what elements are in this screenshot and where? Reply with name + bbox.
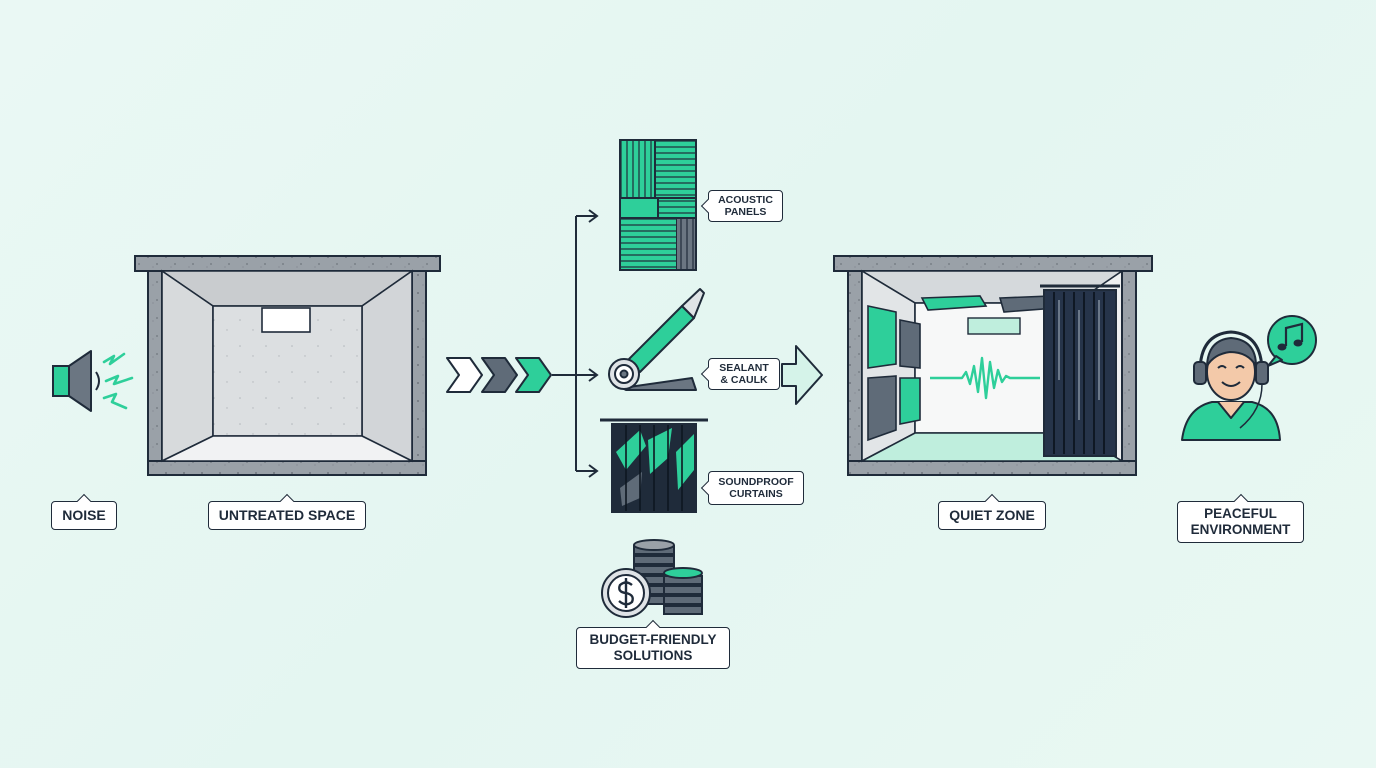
acoustic-panels-label: ACOUSTIC PANELS bbox=[708, 190, 783, 222]
person-headphones-icon bbox=[1181, 330, 1281, 441]
noise-label: NOISE bbox=[51, 501, 117, 530]
speaker-icon bbox=[52, 350, 100, 412]
sound-wave-icon bbox=[102, 352, 134, 410]
coin-stack-icon bbox=[601, 539, 703, 618]
quiet-room bbox=[833, 255, 1153, 476]
untreated-room bbox=[134, 255, 441, 476]
sealant-caulk-label-text: SEALANT & CAULK bbox=[719, 361, 769, 386]
peaceful-environment-label: PEACEFUL ENVIRONMENT bbox=[1177, 501, 1304, 543]
soundproof-curtains-label: SOUNDPROOF CURTAINS bbox=[708, 471, 804, 505]
noise-label-text: NOISE bbox=[62, 507, 106, 524]
untreated-space-label: UNTREATED SPACE bbox=[208, 501, 366, 530]
curtain-icon bbox=[600, 418, 708, 513]
sealant-caulk-label: SEALANT & CAULK bbox=[708, 358, 780, 390]
quiet-zone-label-text: QUIET ZONE bbox=[949, 507, 1035, 524]
peaceful-environment-label-text: PEACEFUL ENVIRONMENT bbox=[1190, 506, 1291, 537]
budget-friendly-label: BUDGET-FRIENDLY SOLUTIONS bbox=[576, 627, 730, 669]
acoustic-panels-label-text: ACOUSTIC PANELS bbox=[718, 193, 773, 218]
untreated-space-label-text: UNTREATED SPACE bbox=[218, 507, 356, 524]
soundproof-curtains-label-text: SOUNDPROOF CURTAINS bbox=[718, 475, 794, 500]
caulk-gun-icon bbox=[608, 288, 705, 391]
progress-chevrons bbox=[446, 357, 552, 393]
budget-friendly-label-text: BUDGET-FRIENDLY SOLUTIONS bbox=[589, 632, 717, 663]
quiet-zone-label: QUIET ZONE bbox=[938, 501, 1046, 530]
acoustic-panel-icon bbox=[619, 139, 697, 271]
branch-connector bbox=[552, 209, 599, 478]
flow-arrow bbox=[781, 345, 823, 405]
music-note-icon bbox=[1267, 315, 1317, 367]
